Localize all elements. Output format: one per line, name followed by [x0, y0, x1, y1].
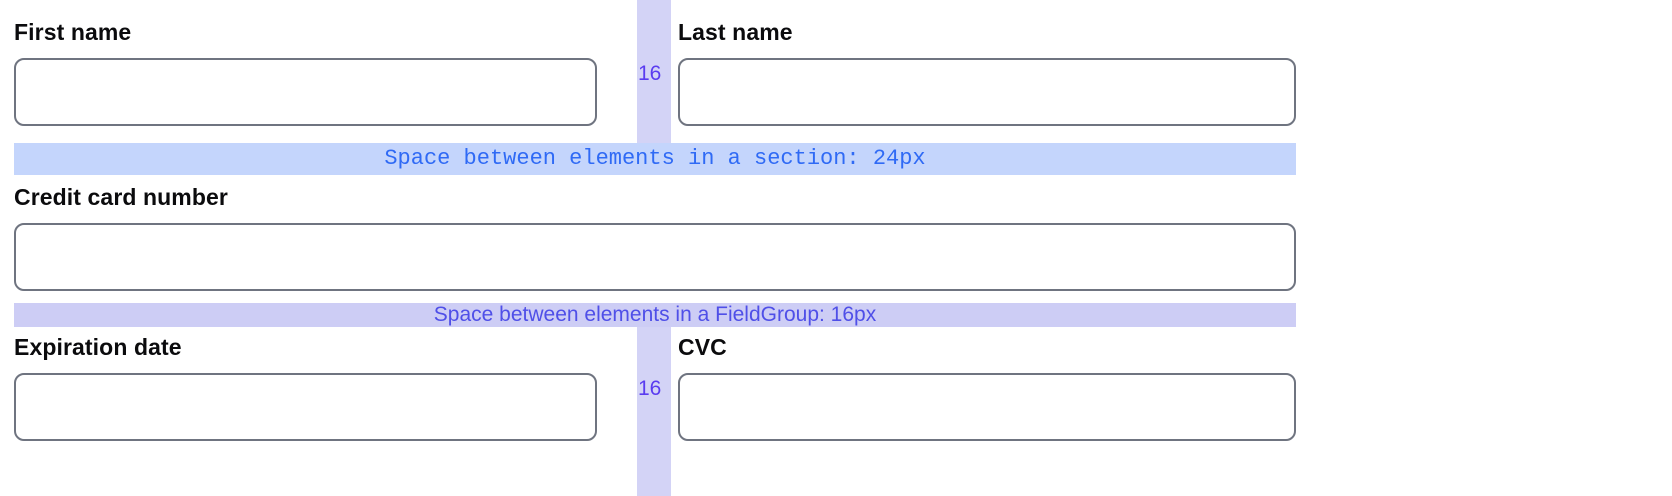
field-credit-card-number: Credit card number [14, 183, 1296, 291]
fieldgroup-gap-annotation-band: Space between elements in a FieldGroup: … [14, 303, 1296, 327]
cvc-input[interactable] [678, 373, 1296, 441]
expiration-date-input[interactable] [14, 373, 597, 441]
field-label-credit-card-number: Credit card number [14, 184, 228, 210]
field-label-cvc: CVC [678, 334, 727, 360]
field-label-last-name: Last name [678, 19, 793, 45]
field-first-name: First name [14, 18, 597, 126]
section-gap-annotation-label: Space between elements in a section: 24p… [384, 146, 926, 171]
label-input-spacer [678, 361, 1296, 373]
column-gap-marker-top: 16 [637, 0, 671, 143]
column-gap-marker-top-label: 16 [638, 62, 662, 85]
label-input-spacer [14, 211, 1296, 223]
last-name-input[interactable] [678, 58, 1296, 126]
field-label-first-name: First name [14, 19, 132, 45]
credit-card-number-input[interactable] [14, 223, 1296, 291]
field-label-expiration-date: Expiration date [14, 334, 182, 360]
column-gap-marker-bottom: 16 [637, 327, 671, 496]
section-gap-annotation-band: Space between elements in a section: 24p… [14, 143, 1296, 175]
fieldgroup-gap-annotation-label: Space between elements in a FieldGroup: … [433, 303, 877, 326]
label-input-spacer [14, 46, 597, 58]
field-cvc: CVC [678, 333, 1296, 441]
field-expiration-date: Expiration date [14, 333, 597, 441]
column-gap-marker-bottom-label: 16 [638, 377, 662, 400]
label-input-spacer [14, 361, 597, 373]
field-last-name: Last name [678, 18, 1296, 126]
label-input-spacer [678, 46, 1296, 58]
first-name-input[interactable] [14, 58, 597, 126]
